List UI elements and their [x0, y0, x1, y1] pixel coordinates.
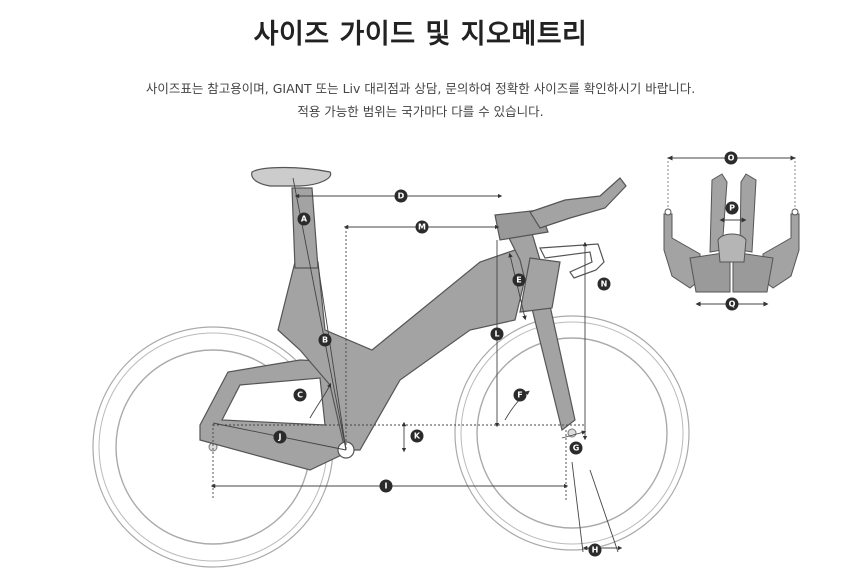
svg-text:Q: Q	[729, 300, 736, 309]
svg-text:F: F	[517, 391, 522, 400]
label-G: G	[569, 441, 583, 455]
label-K: K	[410, 429, 424, 443]
svg-text:N: N	[601, 280, 608, 289]
label-F: F	[513, 388, 527, 402]
svg-text:G: G	[573, 444, 580, 453]
svg-text:I: I	[385, 482, 388, 491]
label-D: D	[394, 189, 408, 203]
label-O: O	[724, 151, 738, 165]
svg-text:L: L	[494, 330, 499, 339]
front-wheel	[454, 315, 690, 551]
svg-text:K: K	[414, 432, 421, 441]
label-Q: Q	[725, 297, 739, 311]
label-M: M	[415, 220, 429, 234]
description-line-1: 사이즈표는 참고용이며, GIANT 또는 Liv 대리점과 상담, 문의하여 …	[145, 81, 696, 96]
svg-text:A: A	[301, 215, 308, 224]
label-I: I	[379, 479, 393, 493]
svg-text:E: E	[516, 276, 521, 285]
label-P: P	[725, 201, 739, 215]
bike-frame	[199, 166, 627, 471]
svg-text:J: J	[278, 433, 282, 442]
label-E: E	[512, 273, 526, 287]
label-C: C	[293, 388, 307, 402]
description-line-2: 적용 가능한 범위는 국가마다 다를 수 있습니다.	[297, 104, 544, 119]
cockpit-front-view	[663, 155, 800, 307]
svg-text:M: M	[418, 223, 426, 232]
svg-text:B: B	[322, 336, 328, 345]
svg-text:C: C	[297, 391, 303, 400]
label-J: J	[273, 430, 287, 444]
svg-text:D: D	[398, 192, 405, 201]
page-title: 사이즈 가이드 및 지오메트리	[253, 19, 588, 50]
label-L: L	[490, 327, 504, 341]
label-B: B	[318, 333, 332, 347]
svg-text:O: O	[728, 154, 735, 163]
label-H: H	[588, 543, 602, 557]
svg-text:P: P	[729, 204, 735, 213]
label-A: A	[297, 212, 311, 226]
label-N: N	[597, 277, 611, 291]
svg-text:H: H	[592, 546, 599, 555]
